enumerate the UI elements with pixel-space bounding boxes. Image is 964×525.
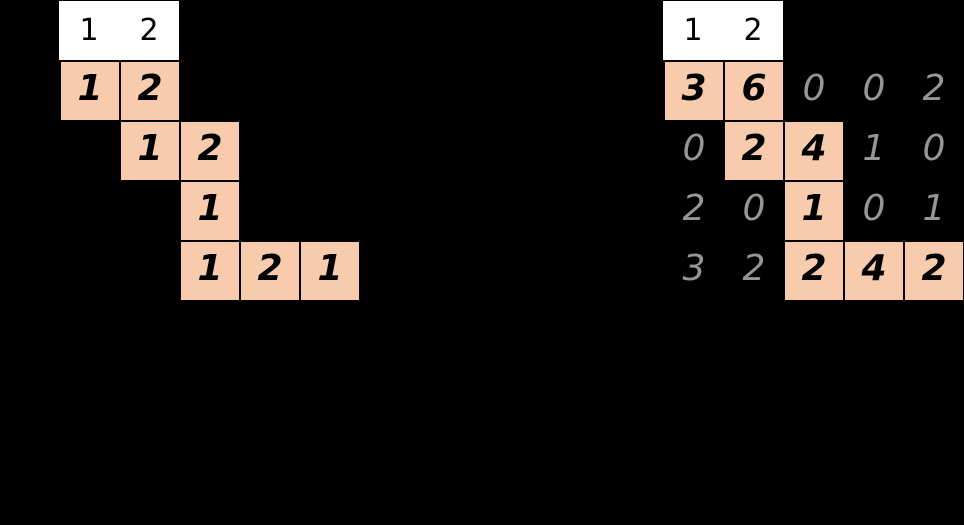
- matrix-cell: 1: [59, 60, 121, 122]
- matrix-cell: 2: [179, 120, 241, 182]
- ghost-value: 0: [802, 68, 826, 109]
- matrix-cell: 1: [179, 240, 241, 302]
- ghost-value: 0: [682, 128, 706, 169]
- ghost-value: 0: [862, 68, 886, 109]
- matrix-cell: 4: [783, 120, 845, 182]
- ghost-value: 1: [862, 128, 886, 169]
- matrix-cell: 1: [119, 120, 181, 182]
- ghost-value: 3: [682, 248, 706, 289]
- matrix-cell: 2: [119, 60, 181, 122]
- ghost-value: 0: [742, 188, 766, 229]
- ghost-value: 2: [682, 188, 706, 229]
- matrix-cell: 1: [179, 180, 241, 242]
- matrix-cell: 2: [903, 240, 964, 302]
- matrix-cell: 2: [239, 240, 301, 302]
- matrix-cell: 2: [783, 240, 845, 302]
- column-header-label: 1: [79, 13, 99, 48]
- column-header-label: 1: [683, 13, 703, 48]
- ghost-value: 2: [922, 68, 946, 109]
- matrix-cell: 2: [723, 120, 785, 182]
- matrix-cell: 1: [783, 180, 845, 242]
- column-header-label: 2: [743, 13, 763, 48]
- matrix-cell: 6: [723, 60, 785, 122]
- ghost-value: 0: [862, 188, 886, 229]
- ghost-value: 0: [922, 128, 946, 169]
- column-header-label: 2: [139, 13, 159, 48]
- ghost-value: 2: [742, 248, 766, 289]
- matrix-cell: 3: [663, 60, 725, 122]
- ghost-value: 1: [922, 188, 946, 229]
- matrix-cell: 4: [843, 240, 905, 302]
- matrix-cell: 1: [299, 240, 361, 302]
